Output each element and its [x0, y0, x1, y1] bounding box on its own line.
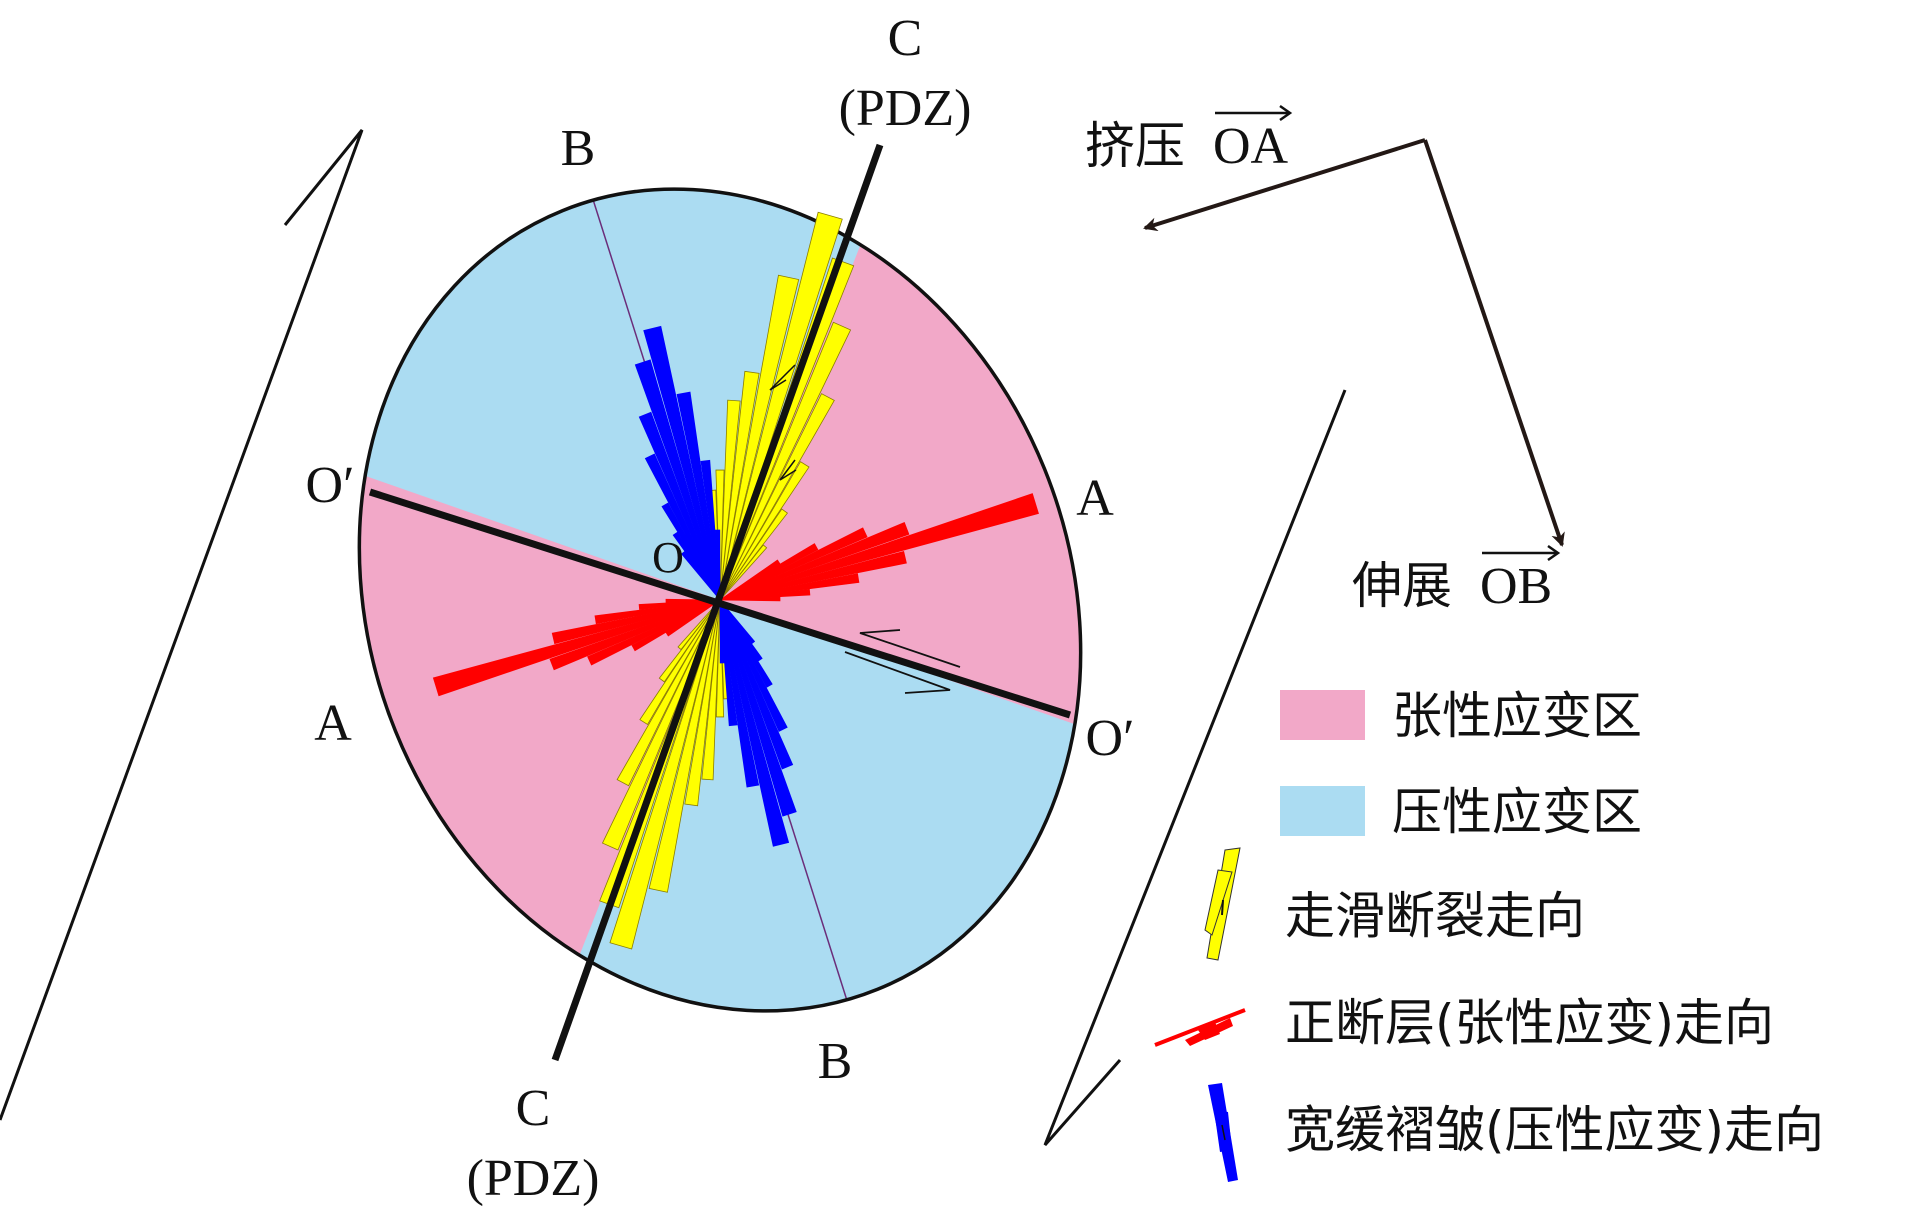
rose-petal-blue	[719, 599, 794, 770]
rose-petal-yellow	[719, 321, 852, 601]
shear-arrow-lower	[844, 651, 951, 694]
compression-label: 挤压	[1085, 117, 1185, 175]
label-a-left: A	[314, 695, 352, 752]
legend-label-tension: 张性应变区	[1392, 687, 1642, 745]
label-b-top: B	[561, 120, 596, 177]
rose-petal-red	[587, 599, 721, 666]
rose-petal-yellow	[719, 399, 741, 601]
tension-zone-upper-right	[720, 145, 1150, 740]
rose-petal-red	[549, 599, 721, 671]
label-c-top: C	[888, 10, 923, 67]
rose-petal-red	[594, 599, 721, 625]
rose-petal-blue	[644, 453, 721, 601]
right-shear-boundary	[1043, 389, 1347, 1146]
rose-petal-blue	[719, 599, 797, 817]
legend-label-normal-fault: 正断层(张性应变)走向	[1285, 994, 1774, 1052]
label-o-prime-left: O′	[306, 457, 355, 514]
extension-label: 伸展	[1352, 557, 1452, 615]
rose-petal-blue	[634, 359, 721, 601]
rose-petal-yellow	[719, 544, 768, 601]
left-shear-boundary	[0, 129, 364, 1121]
rose-petal-red	[719, 550, 907, 601]
legend-icon-fold	[1208, 1083, 1238, 1182]
rose-petal-blue	[638, 411, 721, 601]
legend-icon-strike-slip	[1204, 847, 1241, 961]
rose-petal-red	[719, 573, 860, 601]
extension-overline-tip	[1547, 544, 1561, 562]
rose-petal-blue	[700, 459, 721, 601]
extension-vector-name: OB	[1480, 558, 1552, 615]
ellipse-outline	[357, 187, 1083, 1013]
rose-petal-blue	[714, 529, 721, 601]
legend: 张性应变区 压性应变区 走滑断裂走向 正断层(张性应变)走向 宽缓褶皱(压性应变…	[1154, 687, 1824, 1182]
label-pdz-bottom: (PDZ)	[467, 1150, 600, 1207]
shear-arrow-upper	[859, 629, 961, 668]
rose-petal-blue	[676, 391, 721, 601]
rose-petal-blue	[719, 599, 738, 727]
compression-vector-name: OA	[1213, 118, 1289, 175]
rose-petal-red	[719, 596, 781, 602]
rose-petal-blue	[719, 599, 790, 847]
legend-label-strike-slip: 走滑断裂走向	[1285, 887, 1585, 945]
strain-vectors	[1143, 138, 1565, 547]
legend-icon-normal-fault	[1154, 1008, 1246, 1047]
extension-arrow	[1423, 139, 1565, 547]
rose-petal-red	[719, 521, 910, 601]
legend-label-compression: 压性应变区	[1392, 783, 1642, 841]
rose-petal-yellow	[677, 599, 721, 651]
rose-petal-yellow	[648, 599, 721, 893]
rose-petal-yellow	[719, 393, 835, 601]
rose-petal-blue	[719, 599, 756, 645]
rose-petal-blue	[719, 599, 760, 788]
label-a-right: A	[1076, 470, 1114, 527]
rose-petal-yellow	[684, 599, 721, 807]
legend-label-fold: 宽缓褶皱(压性应变)走向	[1285, 1101, 1824, 1159]
rose-petal-yellow	[719, 461, 810, 601]
rose-petal-yellow	[719, 370, 760, 601]
label-o-prime-right: O′	[1086, 710, 1135, 767]
label-b-bottom: B	[818, 1033, 853, 1090]
compression-arrow	[1143, 138, 1426, 232]
rose-petal-blue	[719, 599, 725, 664]
rose-petal-red	[719, 559, 781, 601]
rose-petal-red	[432, 599, 721, 697]
rose-petal-yellow	[609, 599, 721, 950]
rose-petal-red	[551, 599, 721, 645]
label-c-bottom: C	[516, 1080, 551, 1137]
rose-diagram	[432, 211, 1039, 950]
o-prime-line	[368, 488, 1072, 719]
tension-zone-lower-left	[290, 460, 720, 1055]
rose-petal-blue	[643, 325, 721, 601]
legend-swatch-compression	[1280, 786, 1365, 836]
rose-petal-yellow	[719, 274, 800, 601]
label-center-o: O	[652, 533, 684, 582]
pdz-shear-arrow-lower	[779, 459, 797, 481]
legend-swatch-tension	[1280, 690, 1365, 740]
rose-petal-yellow	[639, 599, 721, 726]
rose-petal-yellow	[701, 599, 721, 781]
rose-petal-yellow	[616, 599, 721, 787]
rose-petal-yellow	[601, 599, 721, 851]
rose-petal-red	[719, 527, 868, 601]
rose-petal-blue	[719, 599, 788, 732]
compression-overline-tip	[1279, 104, 1293, 122]
rose-petal-blue	[681, 551, 721, 601]
pdz-shear-arrow-upper	[769, 364, 796, 391]
rose-petal-red	[719, 493, 1039, 601]
rose-petal-red	[665, 599, 721, 637]
label-pdz-top: (PDZ)	[839, 80, 972, 137]
